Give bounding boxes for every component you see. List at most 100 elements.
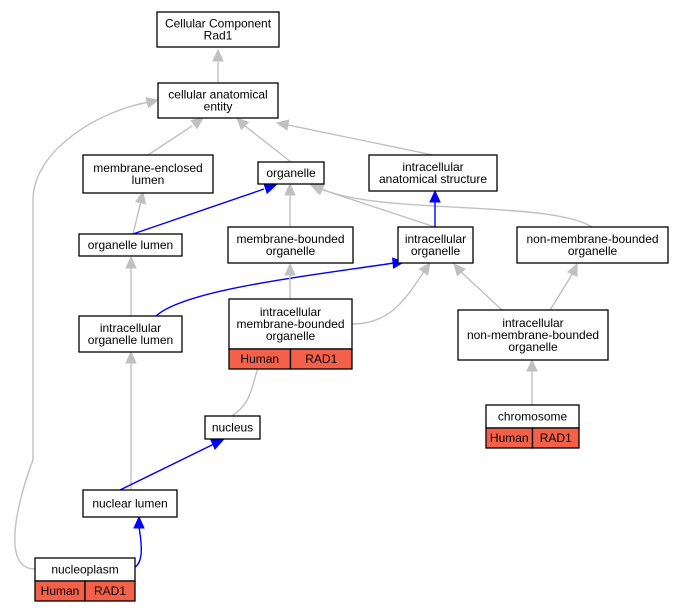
annotation-species: Human	[41, 584, 80, 598]
arrowhead-icon	[310, 183, 325, 195]
edge-line	[14, 101, 151, 570]
edge-line	[351, 269, 426, 325]
arrowhead-icon	[210, 439, 225, 450]
edge-inmbo-to-io	[453, 263, 503, 311]
annotation-gene: RAD1	[305, 352, 337, 366]
edge-line	[321, 188, 593, 228]
node-label: nucleus	[212, 421, 253, 435]
node-label: lumen	[132, 173, 165, 187]
node-label: Cellular Component	[165, 17, 272, 31]
node-box	[227, 226, 354, 264]
node-inmbo[interactable]: intracellularnon-membrane-boundedorganel…	[457, 309, 609, 361]
node-box	[204, 415, 261, 440]
edge-line	[459, 270, 503, 311]
edge-ias-to-cae	[275, 119, 434, 156]
node-box	[368, 154, 498, 192]
node-label: intracellular	[260, 305, 321, 319]
node-label: entity	[204, 100, 233, 114]
arrowhead-icon	[133, 515, 145, 529]
edges-layer	[14, 48, 593, 570]
edge-mel-to-cae	[147, 117, 204, 156]
edge-nmbo-to-org	[310, 183, 593, 228]
arrowhead-icon	[190, 117, 204, 130]
arrowhead-icon	[212, 48, 224, 62]
node-nl[interactable]: nuclear lumen	[82, 489, 178, 518]
arrowhead-icon	[567, 262, 578, 277]
arrowhead-icon	[125, 350, 137, 364]
node-box	[78, 233, 183, 257]
node-label: organelle	[266, 329, 316, 343]
arrowhead-icon	[453, 263, 466, 277]
node-box	[157, 82, 279, 119]
node-box	[257, 161, 325, 185]
node-label: membrane-bounded	[236, 232, 344, 246]
node-label: membrane-enclosed	[93, 161, 202, 175]
edge-line	[549, 272, 574, 311]
edge-line	[119, 443, 215, 491]
edge-line	[287, 124, 434, 156]
annotation-gene: RAD1	[94, 584, 126, 598]
edge-iol-to-orgl	[125, 255, 137, 316]
edge-io-to-ias	[429, 189, 441, 227]
node-label: organelle	[266, 244, 316, 258]
annotation-cell	[531, 427, 580, 449]
node-label: intracellular	[405, 232, 466, 246]
node-org[interactable]: organelle	[257, 161, 325, 185]
node-label: intracellular	[402, 160, 463, 174]
arrowhead-icon	[125, 255, 137, 269]
node-label: non-membrane-bounded	[526, 232, 658, 246]
edge-imbo-to-io	[351, 262, 431, 325]
node-box	[228, 298, 353, 350]
node-label: nuclear lumen	[92, 497, 167, 511]
edge-nl-to-nuc	[119, 439, 225, 491]
annotation-species: Human	[490, 431, 529, 445]
node-nuc[interactable]: nucleus	[204, 415, 261, 440]
edge-line	[244, 125, 292, 163]
node-box	[82, 489, 178, 518]
arrowhead-icon	[284, 262, 296, 276]
node-label: intracellular	[100, 321, 161, 335]
edge-imbo-to-mbo	[284, 262, 296, 299]
arrowhead-icon	[134, 190, 147, 205]
node-label: organelle lumen	[88, 333, 173, 347]
node-box	[82, 154, 214, 194]
node-label: anatomical structure	[379, 172, 487, 186]
edge-org-to-cae	[236, 117, 292, 163]
arrowhead-icon	[526, 358, 538, 372]
arrowhead-icon	[275, 119, 290, 131]
edge-orgl-to-mel	[132, 190, 147, 235]
node-label: organelle	[568, 244, 618, 258]
node-label: organelle	[508, 340, 558, 354]
edge-mbo-to-org	[284, 182, 296, 227]
node-box	[78, 315, 183, 353]
edge-cae-to-root	[212, 48, 224, 83]
node-box	[457, 309, 609, 361]
node-label: Rad1	[204, 29, 233, 43]
node-orgl[interactable]: organelle lumen	[78, 233, 183, 257]
edge-line	[132, 200, 142, 235]
node-imbo[interactable]: intracellularmembrane-boundedorganelleHu…	[228, 298, 353, 370]
edge-line	[155, 262, 395, 317]
node-label: organelle	[266, 166, 316, 180]
node-box	[516, 226, 669, 264]
node-label: organelle	[411, 244, 461, 258]
annotation-species: Human	[240, 352, 279, 366]
arrowhead-icon	[418, 262, 431, 276]
arrowhead-icon	[284, 182, 296, 196]
arrowhead-icon	[263, 183, 278, 195]
node-label: non-membrane-bounded	[467, 328, 599, 342]
annotation-cell	[289, 348, 353, 370]
edge-chr-to-inmbo	[526, 358, 538, 405]
